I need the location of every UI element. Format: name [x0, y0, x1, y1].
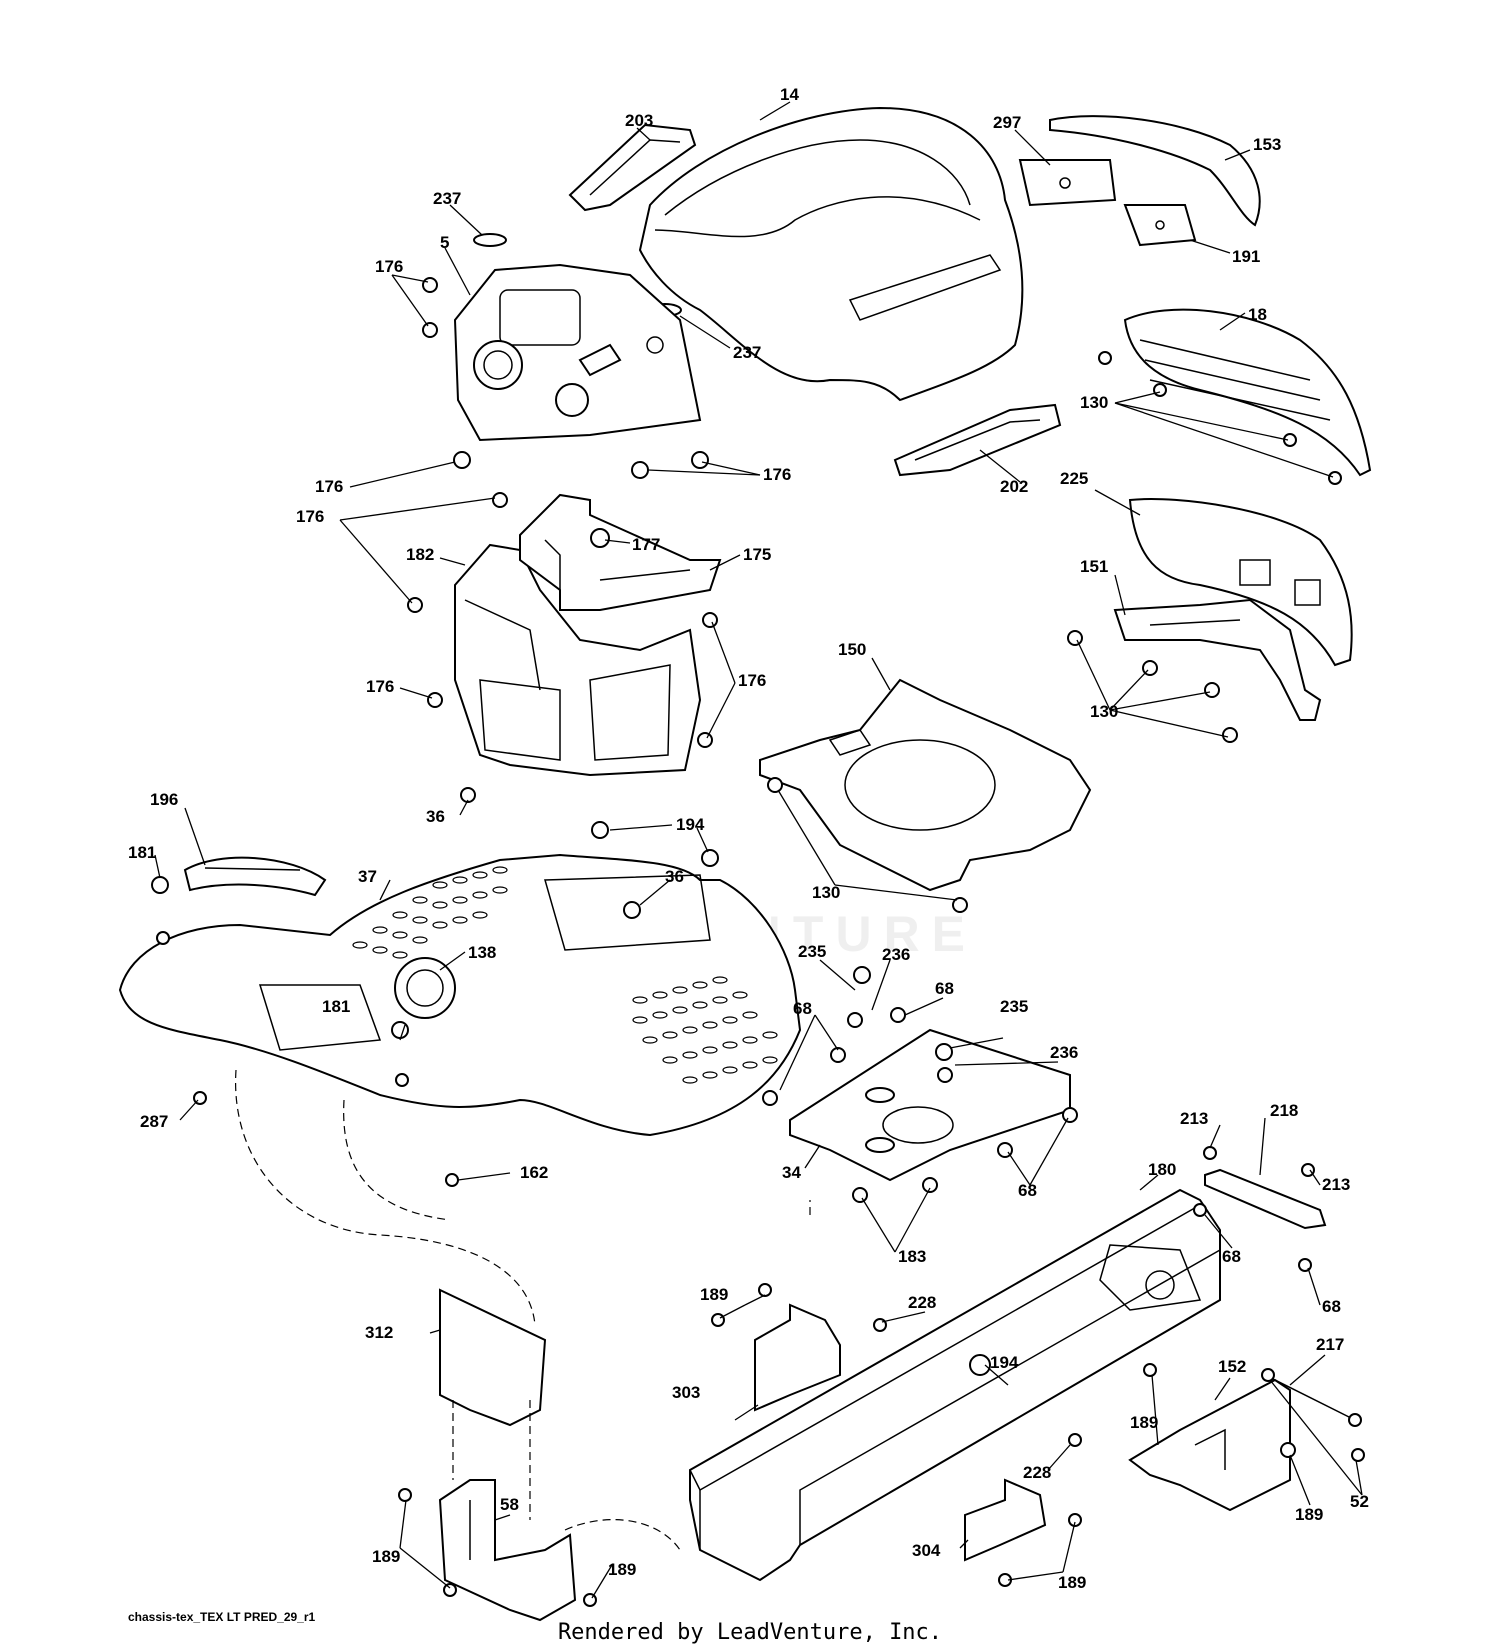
callout-37: 37: [358, 867, 377, 886]
dash-panel-part-5: [453, 263, 702, 442]
callout-287: 287: [140, 1112, 168, 1131]
callout-189-b: 189: [1130, 1413, 1158, 1432]
callout-196: 196: [150, 790, 178, 809]
callout-130-c: 130: [812, 883, 840, 902]
callout-213: 213: [1180, 1109, 1208, 1128]
callout-36: 36: [426, 807, 445, 826]
callout-68-c: 68: [1018, 1181, 1037, 1200]
assembly-dash-lines: [235, 1069, 811, 1551]
bracket-part-304: [964, 1478, 1047, 1562]
callout-176-d: 176: [296, 507, 324, 526]
callout-235-b: 235: [1000, 997, 1028, 1016]
leader-lines: [154, 101, 1363, 1599]
plate-part-34: [789, 1028, 1071, 1182]
callout-176-c: 176: [763, 465, 791, 484]
callout-189: 189: [700, 1285, 728, 1304]
callout-138: 138: [468, 943, 496, 962]
fender-part-37: [118, 853, 802, 1137]
callout-18: 18: [1248, 305, 1267, 324]
callout-14: 14: [780, 85, 799, 104]
callout-130-b: 130: [1090, 702, 1118, 721]
callout-217: 217: [1316, 1335, 1344, 1354]
callout-189-e: 189: [608, 1560, 636, 1579]
callout-183: 183: [898, 1247, 926, 1266]
frame-part-180: [689, 1188, 1221, 1582]
callout-5: 5: [440, 233, 449, 252]
bracket-part-175: [519, 493, 722, 611]
callout-189-d: 189: [372, 1547, 400, 1566]
callout-304: 304: [912, 1541, 941, 1560]
part-297: [1018, 159, 1117, 207]
callout-36-b: 36: [665, 867, 684, 886]
callout-236: 236: [882, 945, 910, 964]
part-153: [1049, 115, 1261, 227]
hood-part-14: [638, 106, 1024, 402]
callout-176-b: 176: [315, 477, 343, 496]
callout-176-f: 176: [366, 677, 394, 696]
callout-297: 297: [993, 113, 1021, 132]
callout-182: 182: [406, 545, 434, 564]
callout-68-d: 68: [1222, 1247, 1241, 1266]
callout-152: 152: [1218, 1357, 1246, 1376]
callout-130: 130: [1080, 393, 1108, 412]
callout-176-e: 176: [738, 671, 766, 690]
callout-151: 151: [1080, 557, 1108, 576]
callout-191: 191: [1232, 247, 1260, 266]
callout-153: 153: [1253, 135, 1281, 154]
rendered-by-label: Rendered by LeadVenture, Inc.: [557, 1620, 943, 1645]
callout-177: 177: [632, 535, 660, 554]
callout-202: 202: [1000, 477, 1028, 496]
callout-225: 225: [1060, 469, 1088, 488]
part-202: [893, 403, 1062, 477]
callout-189-f: 189: [1058, 1573, 1086, 1592]
plate-part-312: [439, 1288, 547, 1427]
plate-part-150: [759, 678, 1092, 892]
callout-labels: 14 203 297 153 237 5 176 191 237 18 130 …: [128, 85, 1369, 1592]
strap-part-218: [1204, 1168, 1327, 1230]
part-191: [1123, 204, 1197, 247]
callout-237: 237: [433, 189, 461, 208]
callout-218: 218: [1270, 1101, 1298, 1120]
callout-175: 175: [743, 545, 771, 564]
callout-236-b: 236: [1050, 1043, 1078, 1062]
bracket-part-58: [438, 1479, 577, 1622]
callout-162: 162: [520, 1163, 548, 1182]
callout-228: 228: [908, 1293, 936, 1312]
bracket-part-303: [754, 1303, 841, 1412]
callout-237-lower: 237: [733, 343, 761, 362]
callout-68: 68: [935, 979, 954, 998]
guard-part-152: [1128, 1378, 1291, 1512]
callout-52: 52: [1350, 1492, 1369, 1511]
callout-213-b: 213: [1322, 1175, 1350, 1194]
callout-176: 176: [375, 257, 403, 276]
callout-228-b: 228: [1023, 1463, 1051, 1482]
part-196: [183, 856, 327, 897]
callout-68-e: 68: [1322, 1297, 1341, 1316]
bumper-part-225: [1128, 498, 1353, 667]
callout-181-b: 181: [322, 997, 350, 1016]
callout-194-b: 194: [990, 1353, 1019, 1372]
callout-180: 180: [1148, 1160, 1176, 1179]
callout-189-c: 189: [1295, 1505, 1323, 1524]
callout-68-b: 68: [793, 999, 812, 1018]
callout-34: 34: [782, 1163, 801, 1182]
callout-181: 181: [128, 843, 156, 862]
fastener-group: [151, 277, 1365, 1607]
callout-150: 150: [838, 640, 866, 659]
fender-vent-holes: [352, 866, 778, 1084]
diagram-id-label: chassis-tex_TEX LT PRED_29_r1: [128, 1610, 316, 1624]
rod-part-217: [1264, 1374, 1356, 1421]
callout-203: 203: [625, 111, 653, 130]
callout-235: 235: [798, 942, 826, 961]
callout-303: 303: [672, 1383, 700, 1402]
part-237-top: [473, 233, 507, 247]
callout-312: 312: [365, 1323, 393, 1342]
bracket-part-151: [1113, 598, 1322, 721]
callout-58: 58: [500, 1495, 519, 1514]
callout-194: 194: [676, 815, 705, 834]
